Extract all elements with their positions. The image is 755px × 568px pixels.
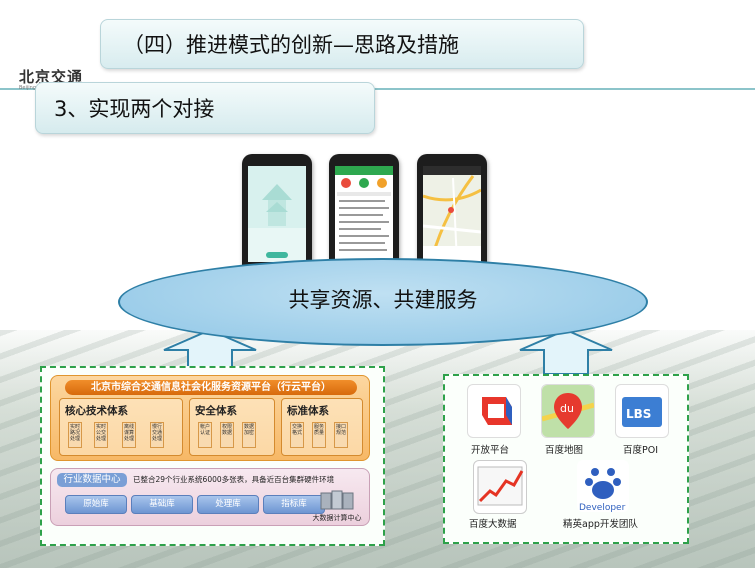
header-divider [0,88,755,90]
phone-map [417,154,487,276]
baidu-bigdata-icon [473,460,527,514]
standard-group: 标准体系 交换格式 服务质量 接口规范 [281,398,363,456]
chip: 交换格式 [290,422,304,448]
bigdata-center: 大数据计算中心 [309,489,365,525]
data-center-note: 已整合29个行业系统6000多张表，具备近百台集群硬件环境 [133,475,335,484]
chip: 实时公交处理 [94,422,108,448]
partner-label: 百度地图 [545,445,584,456]
partner-label: 开放平台 [471,445,510,456]
phone-screen [335,166,393,262]
open-platform-icon [467,384,521,438]
section-title-text: 3、实现两个对接 [54,97,215,121]
slide-title: （四）推进模式的创新—思路及措施 [100,19,584,69]
platform-panel: 北京市综合交通信息社会化服务资源平台（行云平台） 核心技术体系 实时路况处理 实… [40,366,385,546]
developer-text: Developer [579,503,626,512]
database-base: 基础库 [131,495,193,514]
data-center-box: 行业数据中心 已整合29个行业系统6000多张表，具备近百台集群硬件环境 原始库… [50,468,370,526]
lbs-text: LBS [626,407,651,421]
core-tech-group: 核心技术体系 实时路况处理 实时公交处理 离线谋算处理 慢行交通处理 [59,398,183,456]
platform-title: 北京市综合交通信息社会化服务资源平台（行云平台） [65,380,357,395]
chip: 服务质量 [312,422,326,448]
logo-text: 北京交通 [19,68,84,86]
map-screen-art [423,166,481,262]
data-center-tag: 行业数据中心 [57,473,127,487]
service-platform-box: 北京市综合交通信息社会化服务资源平台（行云平台） 核心技术体系 实时路况处理 实… [50,375,370,461]
server-cluster-icon [320,490,354,510]
chip: 帐户认证 [198,422,212,448]
phone-splash [242,154,312,276]
chip: 权限数据 [220,422,234,448]
du-text: du [560,402,574,415]
partners-panel: 开放平台 du 百度地图 LBS 百度POI 百度大数据 Developer [443,374,689,544]
partner-label: 百度POI [623,445,659,456]
group-name: 安全体系 [195,405,237,417]
database-processing: 处理库 [197,495,259,514]
chip: 实时路况处理 [68,422,82,448]
chip: 慢行交通处理 [150,422,164,448]
developer-icon: Developer [577,460,629,513]
menu-screen-art [335,166,393,251]
group-name: 标准体系 [287,405,329,417]
baidu-poi-icon: LBS [615,384,669,438]
phone-screen [423,166,481,262]
partner-label: 精英app开发团队 [563,519,638,530]
chip: 离线谋算处理 [122,422,136,448]
chip: 接口规范 [334,422,348,448]
phone-menu [329,154,399,276]
group-name: 核心技术体系 [65,405,128,417]
baidu-map-icon: du [541,384,595,438]
section-title: 3、实现两个对接 [35,82,375,134]
slide-title-text: （四）推进模式的创新—思路及措施 [123,33,459,57]
bigdata-label: 大数据计算中心 [312,514,362,522]
security-group: 安全体系 帐户认证 权限数据 数据加密 [189,398,275,456]
splash-screen-art [248,166,306,262]
database-raw: 原始库 [65,495,127,514]
phone-screen [248,166,306,262]
shared-resource-label: 共享资源、共建服务 [288,288,478,312]
partner-label: 百度大数据 [469,519,517,530]
shared-resource-ellipse: 共享资源、共建服务 [118,258,648,346]
chip: 数据加密 [242,422,256,448]
